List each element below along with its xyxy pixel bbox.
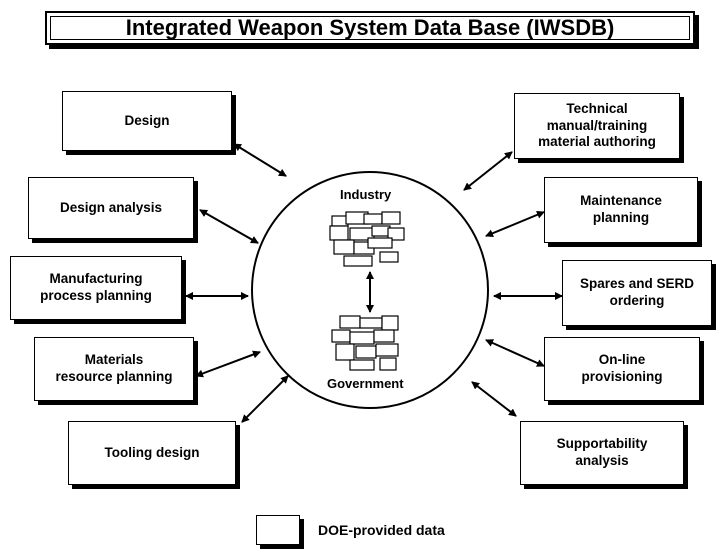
box-maintenance-planning: Maintenance planning xyxy=(544,177,698,243)
government-data-icon xyxy=(331,315,399,371)
title-inner-border xyxy=(50,16,690,40)
box-tooling-design: Tooling design xyxy=(68,421,236,485)
legend-swatch xyxy=(256,515,300,545)
box-design: Design xyxy=(62,91,232,151)
arrow-online-provisioning xyxy=(485,339,545,367)
diagram-title: Integrated Weapon System Data Base (IWSD… xyxy=(125,15,615,40)
legend-label: DOE-provided data xyxy=(318,522,445,538)
industry-data-icon xyxy=(329,211,405,267)
box-design-analysis: Design analysis xyxy=(28,177,194,239)
diagram-title-box: Integrated Weapon System Data Base (IWSD… xyxy=(45,11,695,45)
arrow-materials xyxy=(195,350,261,378)
box-technical-manual-authoring: Technical manual/training material autho… xyxy=(514,93,680,159)
arrow-tooling xyxy=(241,375,289,423)
box-materials-resource-planning: Materials resource planning xyxy=(34,337,194,401)
industry-label: Industry xyxy=(340,187,392,202)
arrow-maintenance xyxy=(485,210,545,238)
arrow-design-analysis xyxy=(199,209,259,244)
box-spares-serd-ordering: Spares and SERD ordering xyxy=(562,260,712,326)
box-supportability-analysis: Supportability analysis xyxy=(520,421,684,485)
arrow-supportability xyxy=(471,381,517,417)
government-label: Government xyxy=(327,376,404,391)
arrow-technical-manual xyxy=(463,151,513,191)
box-manufacturing-process-planning: Manufacturing process planning xyxy=(10,256,182,320)
box-online-provisioning: On-line provisioning xyxy=(544,337,700,401)
arrow-design xyxy=(233,143,287,177)
